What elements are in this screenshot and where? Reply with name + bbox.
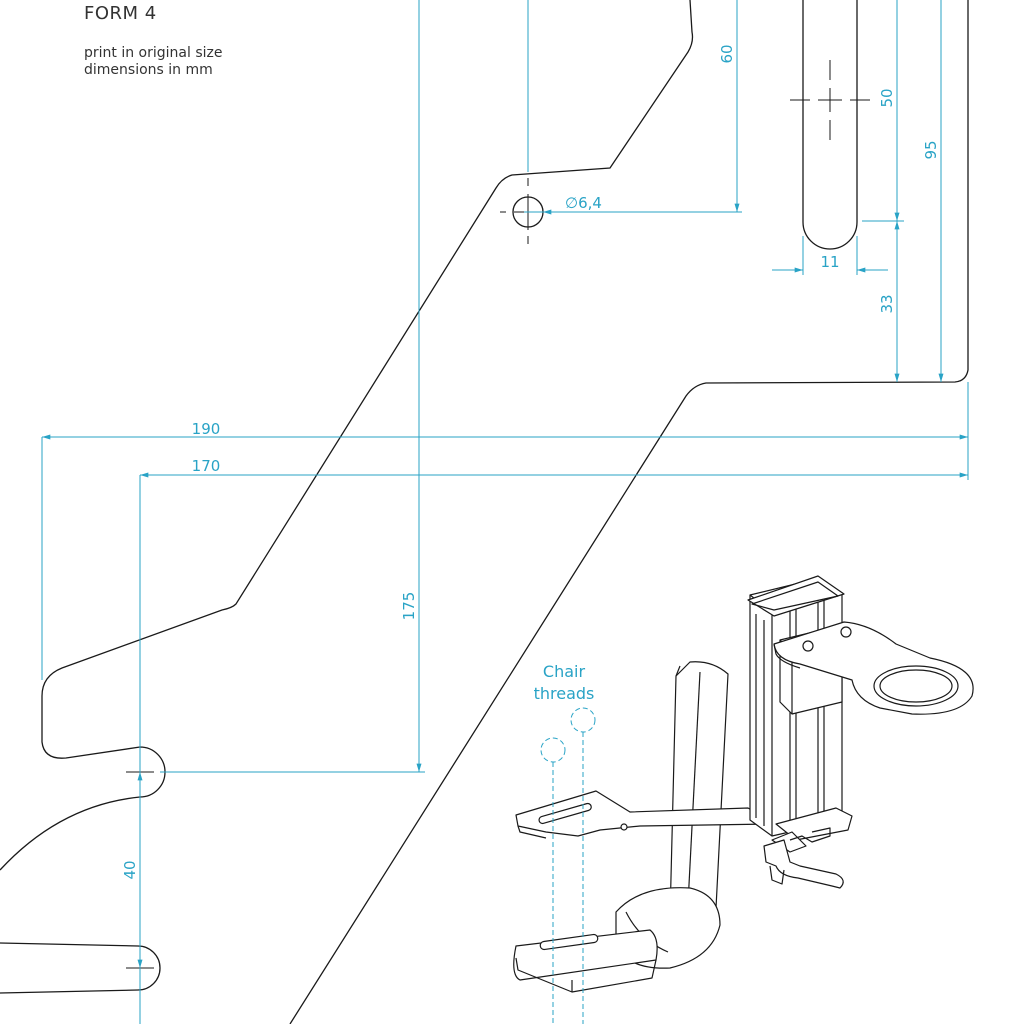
thread-marker-right bbox=[570, 707, 596, 733]
dimension-labels: 190 170 175 60 50 95 33 11 40 ∅6,4 bbox=[121, 44, 940, 879]
dim-50: 50 bbox=[878, 88, 896, 107]
form-title: FORM 4 bbox=[84, 3, 157, 24]
main-cut-line bbox=[0, 0, 694, 871]
dim-175: 175 bbox=[400, 592, 418, 621]
dim-hole-diameter: ∅6,4 bbox=[565, 194, 602, 212]
slot-outline bbox=[802, 0, 858, 250]
dim-11: 11 bbox=[820, 253, 839, 271]
chair-threads-label: Chair threads bbox=[534, 662, 595, 703]
diagonal-cut-line bbox=[289, 0, 969, 1024]
dimension-lines bbox=[41, 0, 969, 1024]
print-note: print in original size bbox=[84, 45, 223, 61]
dim-190: 190 bbox=[192, 420, 221, 438]
dim-95: 95 bbox=[922, 140, 940, 159]
chair-threads-label-line2: threads bbox=[534, 684, 595, 703]
template-outline bbox=[0, 0, 969, 1024]
dim-170: 170 bbox=[192, 457, 221, 475]
dim-33: 33 bbox=[878, 294, 896, 313]
dim-40: 40 bbox=[121, 860, 139, 879]
chair-thread-markers bbox=[540, 707, 596, 1024]
thread-marker-left bbox=[540, 737, 566, 763]
center-marks bbox=[126, 60, 870, 982]
chair-threads-label-line1: Chair bbox=[543, 662, 586, 681]
dim-60: 60 bbox=[718, 44, 736, 63]
mount-assembly-illustration bbox=[513, 575, 974, 993]
lower-arm-outline bbox=[0, 942, 161, 994]
units-note: dimensions in mm bbox=[84, 62, 213, 78]
